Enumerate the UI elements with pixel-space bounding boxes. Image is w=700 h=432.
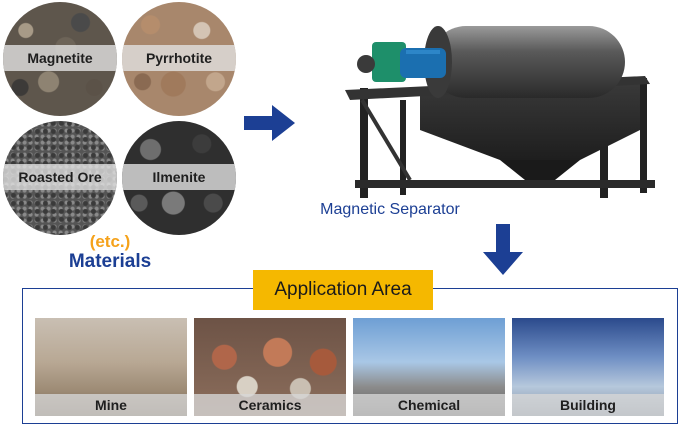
caption-band xyxy=(353,394,505,416)
materials-title: Materials xyxy=(68,251,152,272)
material-label: Ilmenite xyxy=(152,169,206,185)
arrow-right-icon xyxy=(244,105,295,141)
separator-label: Magnetic Separator xyxy=(320,201,460,218)
material-ilmenite-image: Ilmenite xyxy=(122,121,236,235)
etc-label: (etc.) xyxy=(89,232,131,251)
application-ceramics-image: Ceramics xyxy=(194,318,346,416)
label-band xyxy=(122,45,236,71)
label-band xyxy=(3,45,117,71)
caption-band xyxy=(512,394,664,416)
caption-band xyxy=(194,394,346,416)
material-pyrrhotite-image: Pyrrhotite xyxy=(122,2,236,116)
application-chemical-image: Chemical xyxy=(353,318,505,416)
magnetic-separator-image xyxy=(345,26,655,198)
material-label: Magnetite xyxy=(27,50,93,66)
arrow-down-icon xyxy=(483,224,523,275)
application-mine-image: Mine xyxy=(35,318,187,416)
application-label: Ceramics xyxy=(238,397,302,413)
application-area-title: Application Area xyxy=(253,270,433,310)
label-band xyxy=(3,164,117,190)
label-band xyxy=(122,164,236,190)
material-label: Roasted Ore xyxy=(18,169,102,185)
material-roasted-ore-image: Roasted Ore xyxy=(3,121,117,235)
application-building-image: Building xyxy=(512,318,664,416)
application-label: Chemical xyxy=(397,397,461,413)
caption-band xyxy=(35,394,187,416)
application-label: Building xyxy=(560,397,616,413)
application-label: Mine xyxy=(95,397,127,413)
material-magnetite-image: Magnetite xyxy=(3,2,117,116)
material-label: Pyrrhotite xyxy=(145,50,213,66)
